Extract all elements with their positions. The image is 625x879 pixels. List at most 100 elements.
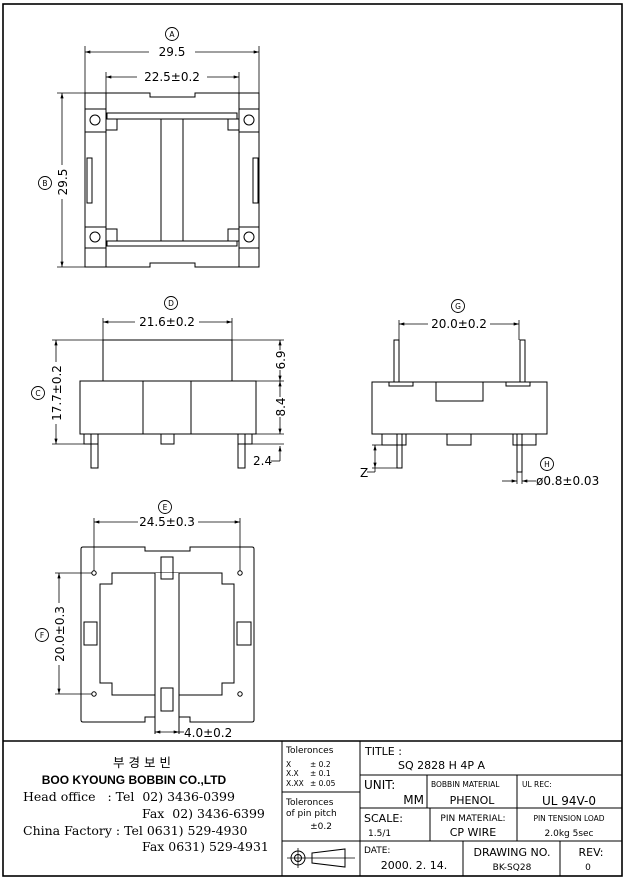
dim-pin-value: 2.4 [253, 454, 272, 468]
pin-material-value: CP WIRE [450, 826, 497, 839]
tab [160, 687, 174, 712]
ul-value: UL 94V-0 [542, 794, 596, 808]
tolerance-format: X.XX [286, 779, 304, 788]
pin-tolerance-heading-2: of pin pitch [286, 809, 337, 819]
drawing-title: SQ 2828 H 4P A [398, 759, 486, 772]
drawing-no-value: BK-SQ28 [493, 863, 532, 873]
pin [396, 433, 403, 469]
front-view: 21.6±0.2 D 17.7±0.2 C 6.9 8.4 2.4 [31, 296, 288, 469]
dim-d-value: 21.6±0.2 [139, 315, 195, 329]
pin [393, 339, 400, 383]
pin-hole-icon [243, 231, 255, 243]
pin-tolerance-heading: Toleronces [285, 798, 334, 808]
tolerance-value: ± 0.05 [310, 779, 336, 788]
label-g-circle [451, 299, 465, 313]
label-d-circle [164, 296, 178, 310]
date-label: DATE: [364, 846, 390, 856]
bobbin-body [371, 381, 548, 435]
side-slot [236, 621, 252, 646]
label-b-circle [38, 176, 52, 190]
dim-body-value: 8.4 [274, 397, 288, 416]
pin [516, 433, 523, 473]
label-c: C [35, 389, 40, 398]
pin [237, 433, 246, 469]
label-b: B [42, 179, 47, 188]
bobbin-material-value: PHENOL [450, 794, 496, 807]
date-value: 2000. 2. 14. [381, 859, 447, 872]
dim-f-value: 20.0±0.3 [53, 606, 67, 662]
pin-hole-icon [243, 114, 255, 126]
top-view-outline [84, 92, 260, 268]
bottom-view: 24.5±0.3 E 20.0±0.3 F 4.0±0.2 [35, 500, 255, 740]
tolerance-format: X [286, 760, 291, 769]
dim-e-value: 24.5±0.3 [139, 515, 195, 529]
pin-tension-label: PIN TENSION LOAD [533, 814, 604, 823]
tolerance-value: ± 0.2 [310, 760, 331, 769]
side-slot [252, 157, 259, 204]
rev-value: 0 [585, 863, 591, 873]
label-e: E [163, 503, 168, 512]
winding-window [99, 572, 235, 696]
corner-pad [84, 108, 107, 133]
pin-hole-icon [91, 691, 97, 697]
dim-inner-value: 22.5±0.2 [144, 70, 200, 84]
pin-hole-icon [89, 231, 101, 243]
label-h: H [544, 460, 550, 469]
pin [519, 339, 526, 383]
label-c-circle [31, 386, 45, 400]
dim-g-value: 20.0±0.2 [431, 317, 487, 331]
side-slot [83, 621, 98, 646]
label-g: G [455, 302, 461, 311]
label-d: D [168, 299, 174, 308]
label-h-circle [540, 457, 554, 471]
ul-label: UL REC: [522, 780, 552, 789]
pin-hole-icon [237, 570, 243, 576]
corner-pad [238, 226, 260, 249]
dim-h-value: ø0.8±0.03 [536, 474, 599, 488]
scale-value: 1.5/1 [368, 829, 391, 839]
tab [160, 556, 174, 580]
pin-tolerance-value: ±0.2 [310, 822, 332, 832]
tolerance-format: X.X [286, 769, 299, 778]
dim-a-value: 29.5 [159, 45, 186, 59]
pin-material-label: PIN MATERIAL: [440, 814, 505, 824]
pin [90, 433, 99, 469]
rev-label: REV: [579, 846, 604, 859]
projection-symbol-icon [287, 848, 355, 868]
label-a-circle [165, 27, 179, 41]
bobbin-material-label: BOBBIN MATERIAL [431, 780, 500, 789]
unit-value: MM [403, 793, 424, 807]
head-office-fax: Fax 02) 3436-6399 [142, 806, 265, 821]
bottom-view-outline [80, 546, 255, 723]
side-view: 20.0±0.2 G Z ø0.8±0.03 H [360, 299, 599, 488]
title-label: TITLE : [364, 745, 402, 758]
bobbin-body [79, 380, 257, 435]
china-factory-fax: Fax 0631) 529-4931 [142, 839, 269, 854]
company-name-korean: 부 경 보 빈 [113, 755, 171, 770]
drawing-border [2, 3, 623, 877]
label-e-circle [158, 500, 172, 514]
head-office-tel: Head office : Tel 02) 3436-0399 [23, 789, 235, 804]
label-f-circle [35, 628, 49, 642]
dim-upper-value: 6.9 [274, 350, 288, 369]
title-block: 부 경 보 빈 BOO KYOUNG BOBBIN CO.,LTD Head o… [3, 740, 622, 876]
pin-hole-icon [89, 114, 101, 126]
dim-b-value: 29.5 [56, 169, 70, 196]
drawing-no-label: DRAWING NO. [474, 846, 551, 859]
label-f: F [40, 631, 44, 640]
corner-pad [84, 226, 107, 249]
dim-c-value: 17.7±0.2 [50, 365, 64, 421]
dim-strip-value: 4.0±0.2 [184, 726, 232, 740]
tolerances-heading: Toleronces [285, 746, 334, 756]
label-z: Z [360, 466, 368, 480]
top-view: 29.5 A 22.5±0.2 29.5 B [38, 27, 260, 268]
pin-hole-icon [91, 570, 97, 576]
pin-hole-icon [237, 691, 243, 697]
scale-label: SCALE: [364, 812, 403, 825]
pin-tension-value: 2.0kg 5sec [545, 829, 594, 839]
company-name: BOO KYOUNG BOBBIN CO.,LTD [42, 773, 227, 787]
upper-flange [102, 339, 233, 382]
corner-pad [238, 108, 260, 133]
side-slot [86, 157, 93, 204]
